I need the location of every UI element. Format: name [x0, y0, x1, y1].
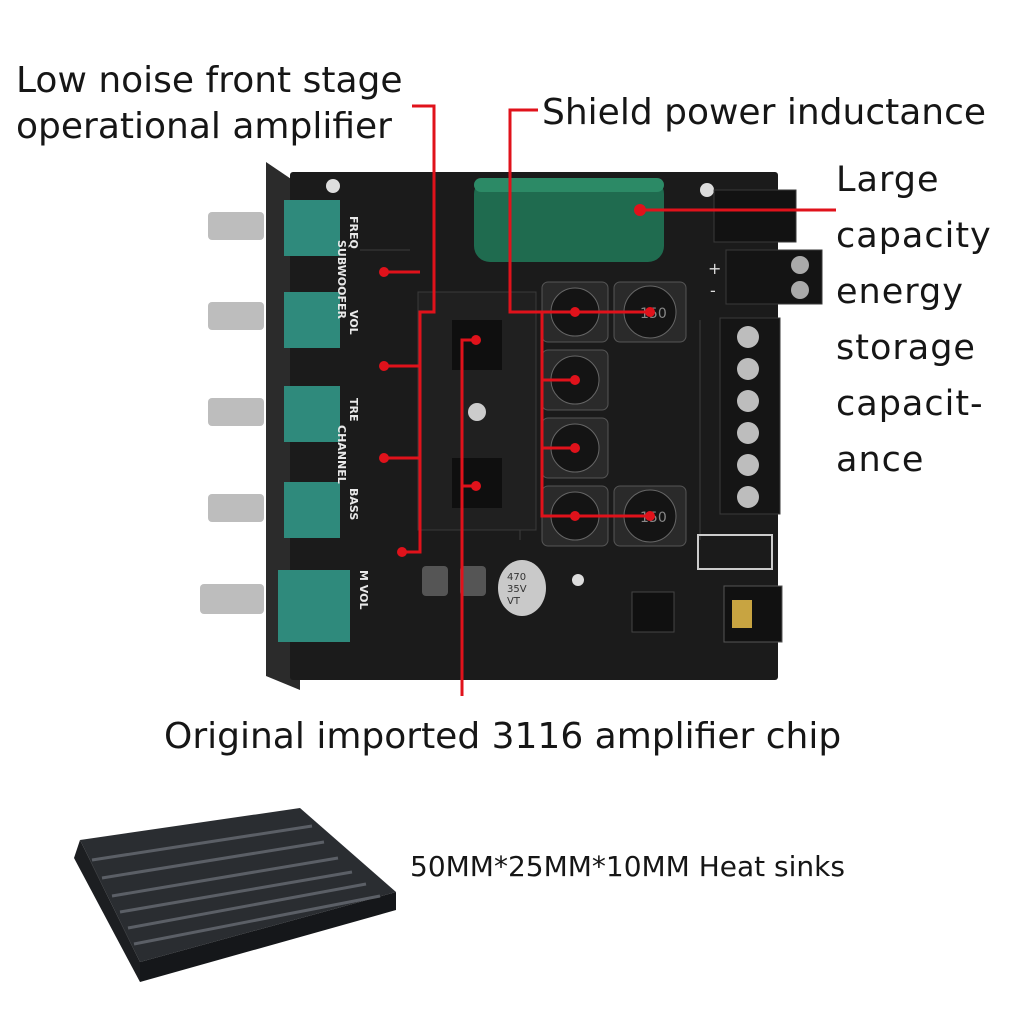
- cap-label-2: 35V: [507, 584, 527, 595]
- big-capacitor: [474, 178, 664, 262]
- annotation-dots: [379, 204, 655, 557]
- potentiometers: [200, 200, 350, 642]
- mount-hole: [700, 183, 714, 197]
- label-chip: Original imported 3116 amplifier chip: [164, 716, 842, 757]
- label-inductance: Shield power inductance: [542, 92, 987, 133]
- mount-hole: [572, 574, 584, 586]
- amplifier-chip-1: [452, 320, 502, 370]
- label-capacitance-line6: ance: [836, 440, 925, 480]
- big-capacitor-top: [474, 178, 664, 192]
- silk-subwoofer: SUBWOOFER: [335, 240, 348, 320]
- front-stage-line: [402, 104, 436, 554]
- power-plus-label: +: [708, 259, 721, 278]
- label-capacitance-line1: Large: [836, 160, 940, 200]
- label-capacitance: Large capacity energy storage capacit- a…: [836, 152, 992, 488]
- cap-label-3: VT: [507, 596, 521, 607]
- label-capacitance-line3: energy: [836, 272, 964, 312]
- silk-freq: FREQ: [347, 216, 360, 249]
- label-heat-sinks: 50MM*25MM*10MM Heat sinks: [410, 850, 845, 883]
- dc-jack: [713, 189, 797, 243]
- label-front-stage-line1: Low noise front stage: [16, 60, 403, 101]
- speaker-terminal-block: [719, 317, 781, 515]
- small-capacitors: [422, 566, 486, 596]
- label-front-stage-line2: operational amplifier: [16, 106, 392, 147]
- label-capacitance-line4: storage: [836, 328, 976, 368]
- bluetooth-chip: [631, 591, 675, 633]
- mount-hole: [468, 403, 486, 421]
- heat-sink: [74, 808, 396, 982]
- audio-jack-contacts: [732, 600, 752, 628]
- label-capacitance-line2: capacity: [836, 216, 992, 256]
- bluetooth-antenna: [697, 534, 773, 570]
- label-front-stage: Low noise front stage operational amplif…: [16, 58, 403, 150]
- silk-mvol: M VOL: [357, 570, 370, 609]
- silk-channel: CHANNEL: [335, 425, 348, 484]
- silk-tre: TRE: [347, 398, 360, 422]
- mount-hole: [326, 179, 340, 193]
- silk-bass: BASS: [347, 488, 360, 520]
- electrolytic-capacitor: [498, 560, 546, 616]
- silk-vol: VOL: [347, 310, 360, 335]
- label-capacitance-line5: capacit-: [836, 384, 984, 424]
- cap-label-1: 470: [507, 572, 526, 583]
- annotation-lines: [384, 104, 836, 696]
- power-terminal: [725, 249, 823, 305]
- speaker-terminal-screws: [737, 326, 759, 508]
- power-minus-label: -: [710, 281, 716, 300]
- terminal-screw: [791, 256, 809, 274]
- terminal-screw: [791, 281, 809, 299]
